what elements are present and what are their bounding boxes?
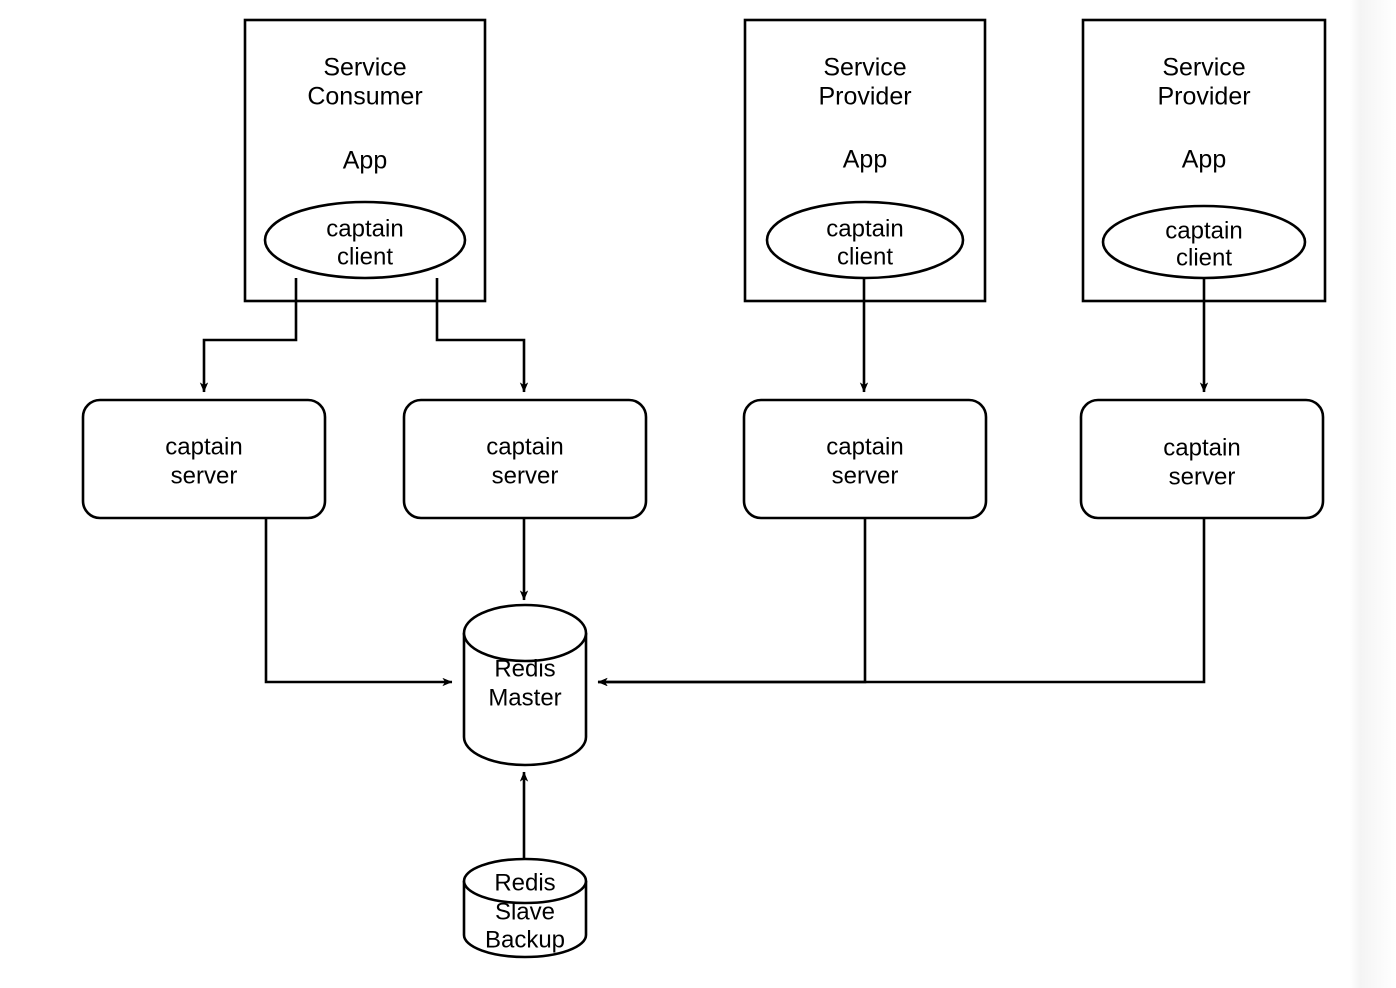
captain-server-1-line1: captain [165, 433, 242, 460]
service-consumer-app[interactable]: Service Consumer App captain client [243, 18, 487, 303]
service-provider-1-title-line2: Provider [818, 83, 911, 111]
captain-client-provider-1-line2: client [837, 243, 893, 270]
redis-slave-backup-top[interactable] [462, 857, 588, 905]
captain-server-4-box[interactable] [1079, 398, 1325, 520]
captain-server-2[interactable]: captain server [402, 398, 648, 520]
redis-slave-backup[interactable]: Redis Slave Backup [462, 857, 588, 959]
captain-server-1-box[interactable] [81, 398, 327, 520]
redis-slave-backup-line2: Slave [495, 898, 555, 925]
captain-client-consumer-line1: captain [326, 215, 403, 242]
captain-server-1-line2: server [171, 462, 238, 489]
connector-server-1-to-redis-master [264, 518, 453, 687]
connector-server-3-to-redis-master [597, 518, 867, 687]
service-provider-app-2[interactable]: Service Provider App captain client [1081, 18, 1327, 303]
captain-server-4[interactable]: captain server [1079, 398, 1325, 520]
service-provider-1-app-label: App [843, 146, 887, 174]
captain-server-2-line2: server [492, 462, 559, 489]
captain-server-4-line2: server [1169, 463, 1236, 490]
redis-slave-backup-line3: Backup [485, 926, 565, 953]
captain-server-3-line1: captain [826, 433, 903, 460]
service-provider-2-app-label: App [1182, 146, 1226, 174]
captain-client-consumer-line2: client [337, 243, 393, 270]
connector-server-4-to-redis-master [597, 518, 1206, 687]
captain-server-3-line2: server [832, 462, 899, 489]
captain-client-provider-2-line2: client [1176, 244, 1232, 271]
captain-server-1[interactable]: captain server [81, 398, 327, 520]
connector-consumer-to-server-2 [435, 278, 529, 393]
redis-slave-backup-line1: Redis [494, 869, 555, 896]
captain-server-4-line1: captain [1163, 434, 1240, 461]
captain-client-ellipse-consumer[interactable] [263, 200, 467, 280]
captain-client-provider-1-line1: captain [826, 215, 903, 242]
redis-master-line2: Master [488, 684, 561, 711]
redis-master-body[interactable] [462, 633, 588, 767]
captain-server-3[interactable]: captain server [742, 398, 988, 520]
service-consumer-app-label: App [343, 147, 387, 175]
service-provider-1-title-line1: Service [823, 54, 906, 82]
captain-client-provider-2-line1: captain [1165, 217, 1242, 244]
service-provider-2-title-line2: Provider [1157, 83, 1250, 111]
service-provider-app-1[interactable]: Service Provider App captain client [743, 18, 987, 303]
captain-server-2-line1: captain [486, 433, 563, 460]
connector-consumer-to-server-1 [199, 278, 298, 393]
service-consumer-title-line2: Consumer [307, 83, 422, 111]
service-provider-2-title-line1: Service [1162, 54, 1245, 82]
redis-master-top[interactable] [462, 603, 588, 663]
service-consumer-title-line1: Service [323, 54, 406, 82]
redis-master-line1: Redis [494, 655, 555, 682]
redis-master[interactable]: Redis Master [462, 603, 588, 767]
